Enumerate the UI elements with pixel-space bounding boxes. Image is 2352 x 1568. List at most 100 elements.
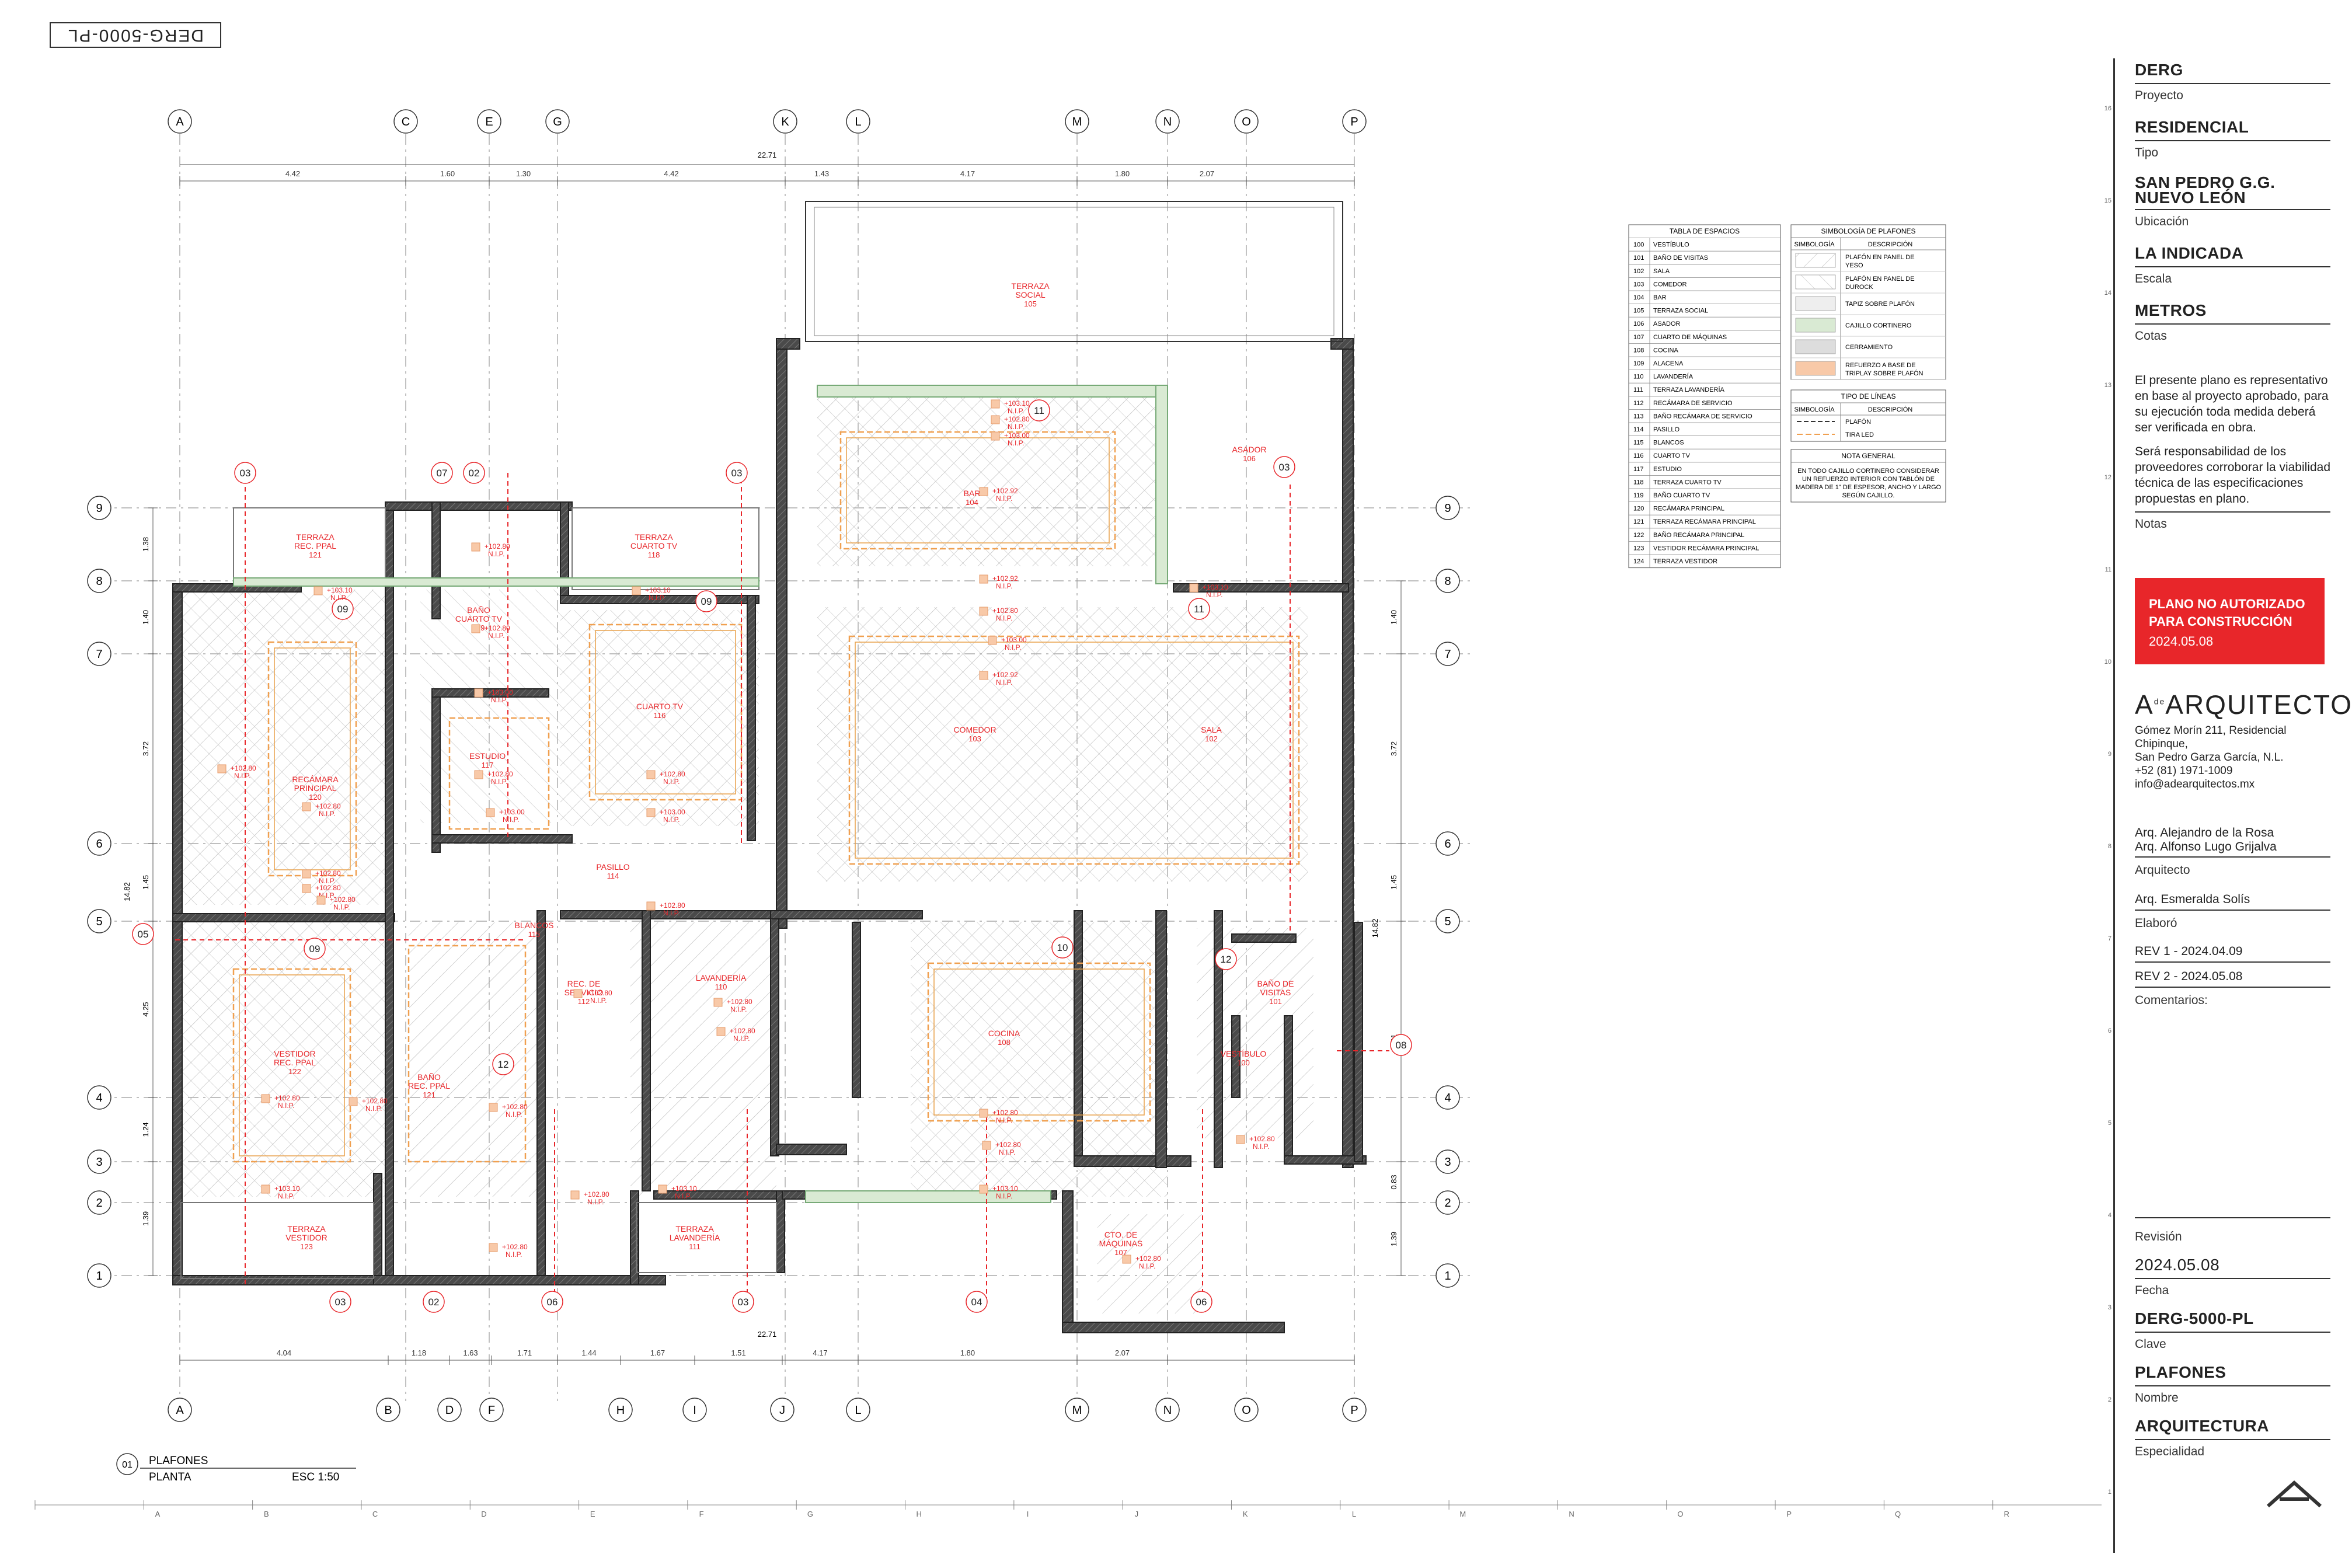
room-name: COCINA [988, 1029, 1020, 1038]
section-bubble [431, 462, 453, 484]
dimension-label: 3.72 [1389, 741, 1398, 756]
drafter-value: Arq. Esmeralda Solís [2135, 891, 2330, 911]
ceiling-inner-outlines [239, 437, 1294, 1156]
grid-number: 9 [1444, 502, 1451, 515]
level-tag-nip: N.I.P. [730, 1005, 747, 1013]
plafon-swatch [1795, 274, 1836, 290]
room-name: TERRAZA [635, 532, 673, 542]
section-bubble-label: 09 [337, 604, 349, 615]
grid-bubble-side [87, 496, 111, 520]
room-number: 121 [309, 550, 322, 559]
level-tag-nip: N.I.P. [488, 550, 504, 558]
level-tag-nip: N.I.P. [996, 1116, 1012, 1124]
dimension-label: 4.04 [277, 1349, 291, 1357]
level-tag: +103.10 [992, 1184, 1018, 1193]
grid-letter-top: O [1242, 116, 1251, 128]
espacio-name: SALA [1653, 268, 1670, 275]
section-bubble-label: 06 [547, 1297, 558, 1308]
side-scale-number: 15 [2104, 197, 2111, 204]
level-tag-nip: N.I.P. [1008, 407, 1024, 415]
level-tag-nip: N.I.P. [1206, 591, 1222, 599]
room-name: BAÑO DE [1257, 979, 1294, 988]
level-marker [982, 1141, 991, 1150]
grid-number: 9 [96, 502, 102, 515]
room-name: TERRAZA [287, 1224, 326, 1234]
firm-mark-icon [2267, 1480, 2322, 1508]
dimension-total: 14.82 [123, 882, 131, 901]
dimension-label: 1.18 [412, 1349, 426, 1357]
plafon-swatch [1795, 318, 1836, 333]
grid-letter-top: K [781, 116, 789, 128]
level-marker [1122, 1255, 1131, 1264]
espacio-name: ESTUDIO [1653, 466, 1682, 473]
grid-letter-bottom: L [855, 1404, 861, 1417]
level-tag: +102.80 [502, 1243, 528, 1251]
grid-number: 1 [96, 1270, 102, 1283]
level-marker [979, 1109, 988, 1118]
people-block: Arq. Alejandro de la Rosa Arq. Alfonso L… [2135, 826, 2330, 1008]
level-tag: +102.80 [330, 895, 356, 904]
note-2: Será responsabilidad de los proveedores … [2135, 444, 2330, 513]
grid-letter-bottom: F [488, 1404, 495, 1417]
location-value: SAN PEDRO G.G. NUEVO LEÓN [2135, 175, 2330, 210]
espacio-code: 107 [1633, 334, 1644, 341]
level-tag: +103.00 [499, 808, 525, 816]
espacio-name: TERRAZA CUARTO TV [1653, 479, 1722, 486]
room-number: 101 [1269, 997, 1282, 1006]
level-tag-nip: N.I.P. [590, 996, 607, 1005]
level-tag: +102.80 [587, 989, 612, 997]
dimension-label: 4.42 [285, 169, 300, 178]
units-label: Cotas [2135, 329, 2167, 343]
firm-address-1: Gómez Morín 211, Residencial Chipinque, [2135, 724, 2287, 750]
side-scale-number: 11 [2104, 566, 2111, 573]
espacio-code: 111 [1633, 386, 1643, 393]
grid-bubble-top [1234, 109, 1259, 134]
level-tag-nip: N.I.P. [1139, 1262, 1155, 1270]
scale-letter: K [1243, 1510, 1248, 1518]
grid-number: 4 [96, 1092, 102, 1104]
level-tag-nip: N.I.P. [663, 778, 680, 786]
grid-letter-top: E [485, 116, 493, 128]
scale-letter: E [590, 1510, 595, 1518]
drawing-caption: 01 PLAFONES PLANTA ESC 1:50 [116, 1453, 356, 1483]
espacio-name: RECÁMARA PRINCIPAL [1653, 505, 1724, 513]
plafon-desc: PLAFÓN EN PANEL DE [1845, 275, 1915, 283]
level-tag-nip: N.I.P. [663, 909, 680, 917]
grid-letter-bottom: B [384, 1404, 392, 1417]
room-number: 115 [528, 930, 541, 939]
nota-text: UN REFUERZO INTERIOR CON TABLÓN DE [1802, 475, 1935, 483]
room-name: CUARTO TV [630, 541, 678, 550]
firm-name: ARQUITECTOS [2165, 689, 2352, 720]
section-bubble [423, 1291, 445, 1313]
scale-letter: L [1352, 1510, 1356, 1518]
level-marker [988, 636, 997, 645]
level-tag: +102.80 [1249, 1135, 1275, 1143]
scale-letter: B [264, 1510, 269, 1518]
dimension-label: 1.43 [814, 169, 829, 178]
espacio-name: CUARTO TV [1653, 452, 1691, 459]
level-marker [474, 688, 483, 698]
room-name: BAÑO [467, 605, 490, 615]
grid-bubble-side [87, 909, 111, 933]
level-tag: +103.10 [327, 586, 353, 594]
room-number: 108 [998, 1038, 1011, 1047]
dimension-label: 1.67 [650, 1349, 665, 1357]
section-bubble [1273, 456, 1295, 478]
revision-label: Revisión [2135, 1230, 2182, 1243]
grid-bubble-top [393, 109, 418, 134]
project-value: DERG [2135, 61, 2330, 84]
caption-subtitle: PLANTA [149, 1471, 191, 1483]
scale-letter: H [917, 1510, 922, 1518]
lineas-header-symbol: SIMBOLOGÍA [1794, 406, 1835, 413]
type-label: Tipo [2135, 146, 2159, 159]
espacio-code: 102 [1633, 268, 1644, 275]
level-tag: +103.10 [645, 586, 671, 594]
level-marker [489, 1103, 498, 1112]
level-tag-nip: N.I.P. [319, 877, 335, 885]
dimension-total: 14.82 [1371, 919, 1379, 938]
dimension-label: 1.71 [517, 1349, 532, 1357]
section-bubble [695, 590, 717, 612]
level-tag: +102.80 [995, 1141, 1021, 1149]
